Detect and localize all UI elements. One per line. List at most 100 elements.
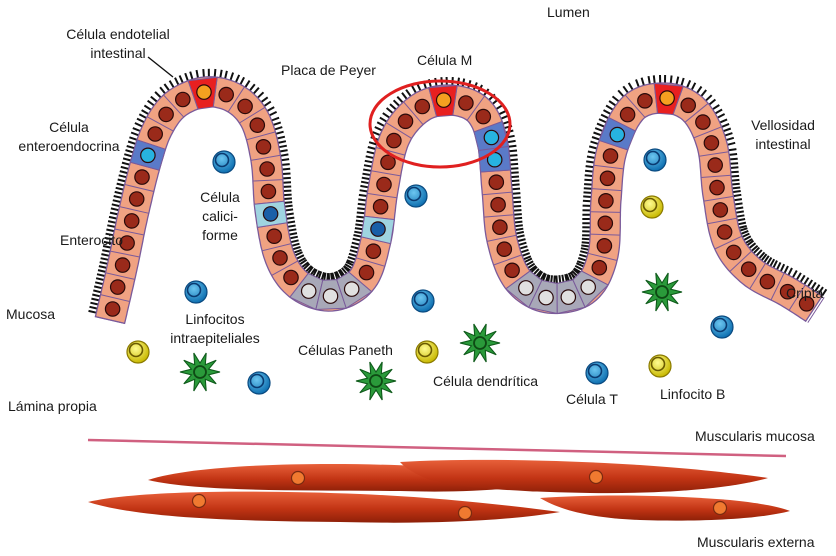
t-cell-icon <box>412 290 434 312</box>
nucleus-nucleus <box>256 140 270 154</box>
b-cell-icon <box>641 196 663 218</box>
nucleus-nucleus <box>491 198 505 212</box>
m-cell-nucleus <box>197 85 211 99</box>
paneth-cell-nucleus <box>302 284 316 298</box>
nucleus-nucleus <box>260 162 274 176</box>
nucleus-nucleus <box>599 194 613 208</box>
t-cell-icon <box>644 149 666 171</box>
nucleus-nucleus <box>267 229 281 243</box>
paneth-cell-nucleus <box>323 289 337 303</box>
nucleus-nucleus <box>638 94 652 108</box>
enteroendocrine-label-line2: enteroendocrina <box>4 137 134 156</box>
nucleus-nucleus <box>111 280 125 294</box>
iel-label: Linfocitos intraepiteliales <box>160 310 270 348</box>
t-cell-icon <box>248 372 270 394</box>
nucleus-nucleus <box>505 263 519 277</box>
t-cell-icon <box>213 151 235 173</box>
nucleus-nucleus <box>592 261 606 275</box>
nucleus-nucleus <box>159 107 173 121</box>
iel-label-line1: Linfocitos <box>160 310 270 329</box>
m-cell-label: Célula M <box>417 51 472 70</box>
paneth-cell-nucleus <box>539 290 553 304</box>
nucleus-nucleus <box>497 242 511 256</box>
b-cell-label: Linfocito B <box>660 385 725 404</box>
enteroendocrine-label: Célula enteroendocrina <box>4 118 134 156</box>
nucleus-nucleus <box>377 177 391 191</box>
nucleus-nucleus <box>387 133 401 147</box>
nucleus-nucleus <box>600 171 614 185</box>
m-cell-nucleus <box>437 93 451 107</box>
peyer-patch-label: Placa de Peyer <box>281 61 376 80</box>
endothelial-label-line1: Célula endotelial <box>48 25 188 44</box>
muscle-fiber-icon <box>88 492 560 523</box>
mucosa-label: Mucosa <box>6 305 55 324</box>
nucleus-nucleus <box>760 274 774 288</box>
lumen-label: Lumen <box>547 3 590 22</box>
paneth-cell-nucleus <box>519 281 533 295</box>
nucleus-nucleus <box>476 109 490 123</box>
nucleus-nucleus <box>681 98 695 112</box>
t-cell-icon <box>711 316 733 338</box>
nucleus-nucleus <box>493 220 507 234</box>
goblet-cell-label: Célula calici- forme <box>188 188 252 245</box>
nucleus-nucleus <box>597 239 611 253</box>
nucleus-nucleus <box>148 127 162 141</box>
paneth-cell-nucleus <box>561 290 575 304</box>
b-cell-icon <box>416 341 438 363</box>
nucleus-nucleus <box>261 184 275 198</box>
nucleus-nucleus <box>708 158 722 172</box>
nucleus-nucleus <box>125 214 139 228</box>
nucleus-nucleus <box>359 265 373 279</box>
dendritic-cell-body <box>642 273 682 311</box>
nucleus-nucleus <box>415 99 429 113</box>
goblet-cell-nucleus <box>263 207 277 221</box>
dendritic-cell-icon <box>642 273 682 311</box>
dendritic-cell-icon <box>356 362 396 400</box>
muscularis-mucosa-label: Muscularis mucosa <box>695 427 815 446</box>
b-cell-icon <box>649 355 671 377</box>
nucleus-nucleus <box>284 270 298 284</box>
enteroendocrine-label-line1: Célula <box>4 118 134 137</box>
nucleus-nucleus <box>459 96 473 110</box>
goblet-label-line2: calici- <box>188 207 252 226</box>
endothelial-label: Célula endotelial intestinal <box>48 25 188 63</box>
goblet-cell-nucleus <box>371 222 385 236</box>
enterocyte-label: Enterocito <box>60 231 123 250</box>
nucleus-nucleus <box>176 92 190 106</box>
nucleus-nucleus <box>598 216 612 230</box>
nucleus-nucleus <box>620 107 634 121</box>
paneth-cells-label: Células Paneth <box>298 341 393 360</box>
nucleus-nucleus <box>130 192 144 206</box>
nucleus-nucleus <box>717 225 731 239</box>
nucleus-nucleus <box>366 244 380 258</box>
immune-cells-layer <box>127 149 733 400</box>
iel-label-line2: intraepiteliales <box>160 329 270 348</box>
villus-label-line1: Vellosidad <box>738 116 828 135</box>
nucleus-nucleus <box>250 118 264 132</box>
t-cell-icon <box>185 281 207 303</box>
nucleus-nucleus <box>727 245 741 259</box>
dendritic-cell-body <box>356 362 396 400</box>
nucleus-nucleus <box>115 258 129 272</box>
goblet-label-line3: forme <box>188 226 252 245</box>
dendritic-cell-icon <box>180 353 220 391</box>
villus-label-line2: intestinal <box>738 135 828 154</box>
dendritic-cell-label: Célula dendrítica <box>433 372 538 391</box>
nucleus-nucleus <box>273 251 287 265</box>
crypt-label: Cripta <box>786 284 823 303</box>
nucleus-nucleus <box>135 170 149 184</box>
dendritic-cell-body <box>180 353 220 391</box>
nucleus-nucleus <box>398 114 412 128</box>
enteroendocrine-cell-nucleus <box>141 148 155 162</box>
paneth-cell-nucleus <box>581 280 595 294</box>
muscularis-mucosa-line <box>88 440 786 456</box>
nucleus-nucleus <box>713 203 727 217</box>
t-cell-label: Célula T <box>566 390 618 409</box>
nucleus-nucleus <box>710 180 724 194</box>
enteroendocrine-cell-nucleus <box>610 127 624 141</box>
muscularis-externa <box>88 460 790 523</box>
nucleus-nucleus <box>696 115 710 129</box>
b-cell-icon <box>127 341 149 363</box>
muscle-fiber-icon <box>540 496 790 521</box>
